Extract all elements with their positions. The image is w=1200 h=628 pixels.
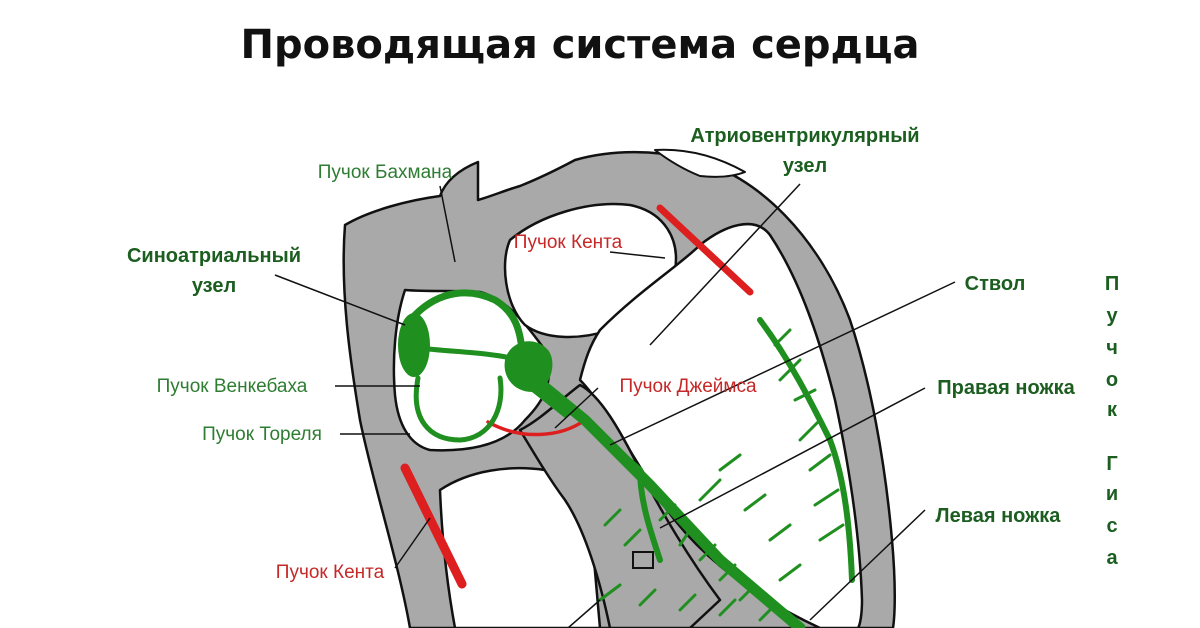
heart-tissue <box>342 148 896 628</box>
aortic-root <box>654 148 746 178</box>
james-bundle <box>486 418 587 437</box>
label-right-branch: Правая ножка <box>937 377 1075 399</box>
label-kent-top: Пучок Кента <box>514 232 623 253</box>
left-branch-path <box>757 317 855 583</box>
his-letter: у <box>1106 305 1118 327</box>
leader-inset <box>567 599 601 628</box>
nodes <box>398 313 575 418</box>
label-kent-bottom: Пучок Кента <box>276 562 385 583</box>
av-node <box>504 341 575 418</box>
purkinje-inset-marker <box>632 551 654 569</box>
label-left-branch: Левая ножка <box>936 505 1062 527</box>
sa-node <box>398 313 430 377</box>
his-letter: с <box>1106 515 1117 537</box>
leader-left-branch <box>809 509 926 621</box>
label-bachmann: Пучок Бахмана <box>318 162 453 183</box>
leader-right-branch <box>659 387 926 529</box>
right-branch-path <box>597 432 663 563</box>
leader-kent-top <box>609 251 666 259</box>
label-trunk: Ствол <box>965 273 1026 295</box>
his-letter: Г <box>1106 453 1117 475</box>
leader-lines <box>274 183 956 628</box>
label-sa-node-line2: узел <box>192 275 236 297</box>
kent-bundle-top <box>656 204 754 296</box>
accessory-pathways <box>400 204 754 589</box>
label-av-node-line2: узел <box>783 155 827 177</box>
kent-bundle-bottom <box>400 463 467 589</box>
his-letter: ч <box>1106 337 1118 359</box>
his-letter: П <box>1105 273 1119 295</box>
label-sa-node-line1: Синоатриальный <box>127 245 301 267</box>
his-letter: а <box>1106 547 1118 569</box>
label-wenckebach: Пучок Венкебаха <box>157 376 308 397</box>
his-bundle-vertical-label: П у ч о к Г и с а <box>1105 273 1119 569</box>
leader-trunk <box>609 281 956 446</box>
bachmann-pathway <box>411 289 526 354</box>
his-letter: о <box>1106 369 1118 391</box>
label-av-node-line1: Атриовентрикулярный <box>690 125 919 147</box>
leader-av-node <box>649 183 801 346</box>
his-letter: к <box>1107 399 1118 421</box>
leader-kent-bottom <box>394 517 431 569</box>
ventricular-septum <box>518 383 722 628</box>
diagram-title: Проводящая система сердца <box>241 22 920 68</box>
leader-sa-node <box>274 274 406 326</box>
purkinje-fibers <box>598 328 845 622</box>
label-thorel: Пучок Тореля <box>202 424 322 445</box>
leader-james <box>554 387 599 429</box>
leader-bachmann <box>439 185 456 263</box>
label-james: Пучок Джеймса <box>619 376 757 397</box>
thorel-pathway <box>413 375 504 443</box>
his-letter: и <box>1106 483 1118 505</box>
